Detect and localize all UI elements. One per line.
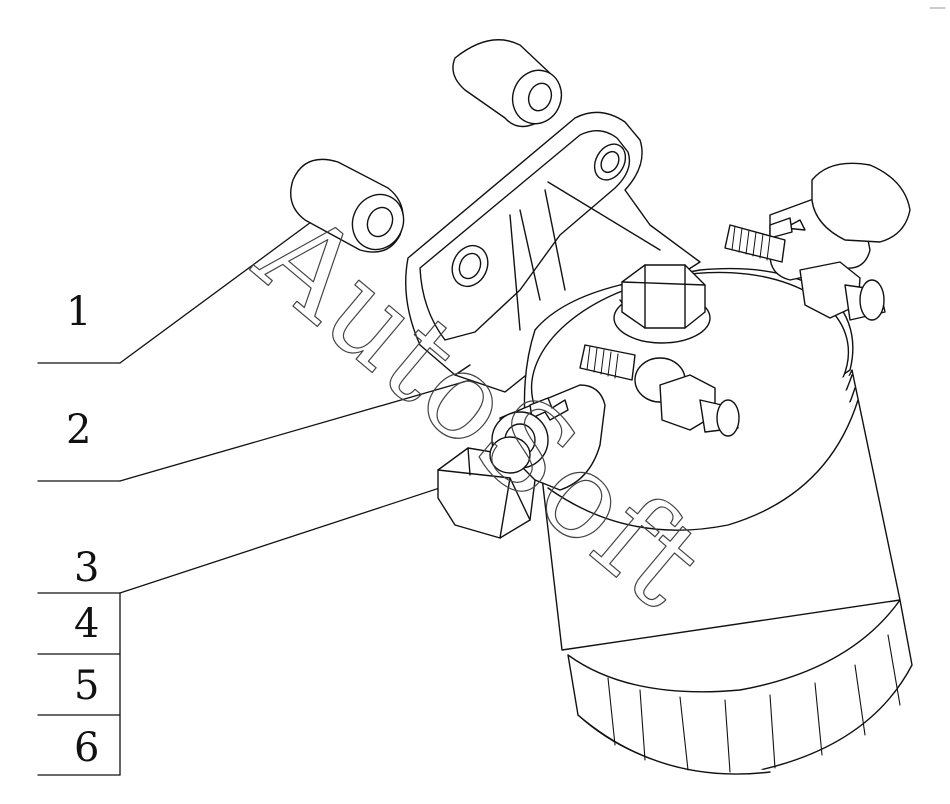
callout-5: 5 (74, 663, 100, 709)
top-bolt (613, 264, 711, 344)
right-fitting (724, 162, 911, 321)
spacer-rear (452, 39, 563, 128)
callout-6: 6 (74, 725, 100, 771)
callout-4: 4 (74, 601, 100, 647)
spacer-front (290, 158, 405, 253)
callout-1: 1 (66, 289, 92, 335)
callout-2: 2 (66, 407, 92, 453)
callout-3: 3 (74, 545, 100, 591)
drain-plug (437, 436, 536, 539)
filter-canister (539, 369, 913, 775)
mounting-bracket (405, 111, 701, 393)
